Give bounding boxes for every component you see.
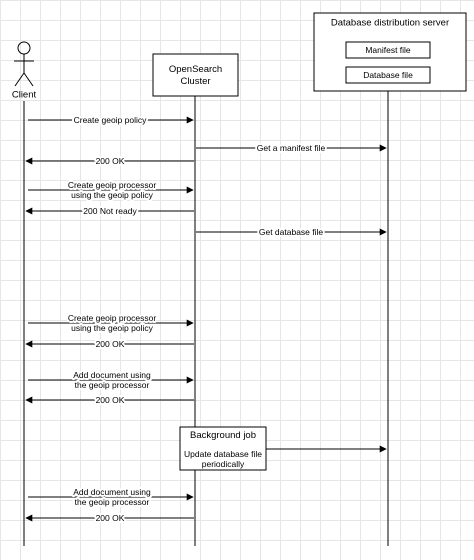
message-label: Add document using <box>73 370 151 380</box>
client-label: Client <box>12 90 37 101</box>
message-label: Create geoip processor <box>68 313 157 323</box>
stick-figure-icon <box>14 41 34 87</box>
opensearch-label-line1: OpenSearch <box>169 64 222 75</box>
database-file-label: Database file <box>363 70 413 80</box>
opensearch-participant: OpenSearch Cluster <box>152 53 239 97</box>
message-label: Create geoip policy <box>74 115 148 125</box>
database-file-box <box>345 66 431 84</box>
background-job-title: Background job <box>190 430 256 441</box>
background-job-box <box>179 426 267 471</box>
message-label: Create geoip processor <box>68 180 157 190</box>
message-label: Get a manifest file <box>257 143 326 153</box>
message-label: using the geoip policy <box>71 323 154 333</box>
background-job-line2: periodically <box>202 459 245 469</box>
message-label: using the geoip policy <box>71 190 154 200</box>
message-label: 200 OK <box>96 339 125 349</box>
manifest-file-label: Manifest file <box>365 45 411 55</box>
db-server-participant: Database distribution server Manifest fi… <box>313 12 467 92</box>
opensearch-box <box>152 53 239 97</box>
opensearch-label-line2: Cluster <box>180 76 210 87</box>
messages: Create geoip policy Get a manifest file … <box>25 113 387 525</box>
message-label: the geoip processor <box>75 380 150 390</box>
message-label: 200 OK <box>96 156 125 166</box>
message-label: Add document using <box>73 487 151 497</box>
message-label: Get database file <box>259 227 324 237</box>
message-label: 200 Not ready <box>83 206 137 216</box>
message-label: the geoip processor <box>75 497 150 507</box>
message-label: 200 OK <box>96 395 125 405</box>
background-job: Background job Update database file peri… <box>179 426 387 471</box>
db-server-title: Database distribution server <box>331 18 449 29</box>
message-label: 200 OK <box>96 513 125 523</box>
manifest-file-box <box>345 41 431 59</box>
background-job-line1: Update database file <box>184 449 262 459</box>
client-participant: Client <box>12 41 37 101</box>
